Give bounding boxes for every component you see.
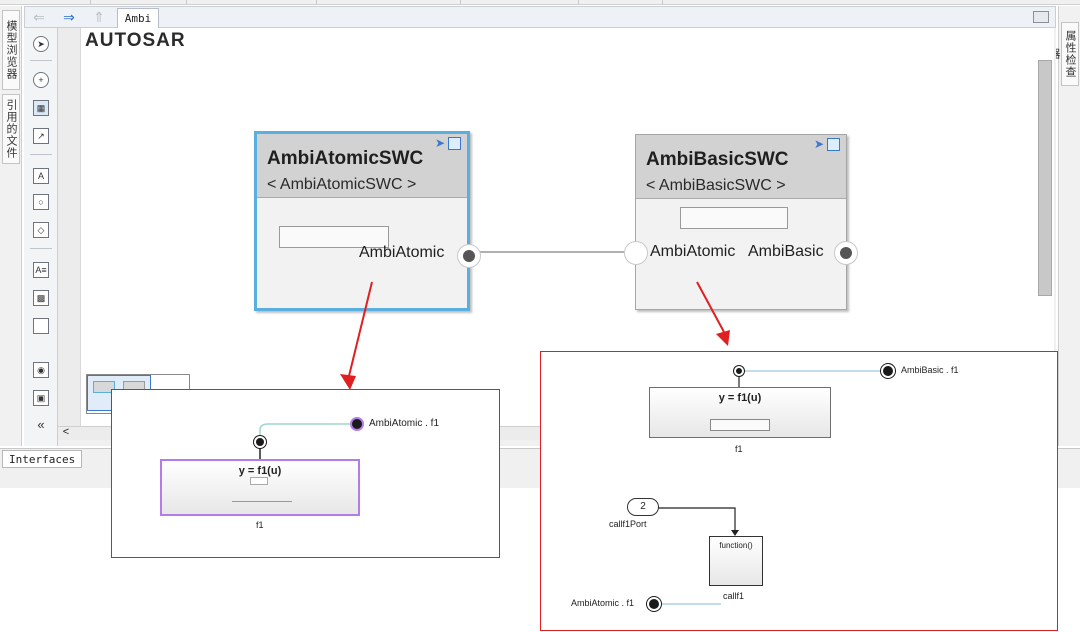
vertical-scrollbar[interactable] [1038,60,1052,296]
inport-block[interactable]: 2 [627,498,659,516]
arrow-right-icon[interactable]: ⇒ [63,9,75,25]
internal-block [279,226,389,248]
callout-wires [651,370,883,605]
collapse-palette-icon[interactable]: « [37,417,45,432]
sender-port-icon[interactable] [840,247,852,259]
swc-header: AmbiBasicSWC < AmbiBasicSWC > [636,135,846,199]
scroll-left-icon[interactable]: < [62,426,70,438]
subsystem-f1[interactable]: y = f1(u) [649,387,831,438]
swc-subtitle: < AmbiBasicSWC > [646,177,786,194]
port-out-label: AmbiBasic [748,243,824,260]
swc-header: AmbiAtomicSWC < AmbiAtomicSWC > [257,134,467,198]
block-glyph [710,419,770,431]
arrow-up-icon[interactable]: ⇑ [93,9,105,25]
block-name: f1 [256,520,264,530]
outport-label: AmbiAtomic . f1 [369,418,440,429]
hide-show-icon[interactable]: ➤ [33,36,49,52]
area-icon[interactable] [33,318,49,334]
block-palette: ➤ + ▦ ↗ A ○ ◇ A≡ ▩ ◉ ▣ « [24,28,58,446]
function-name: callf1 [723,591,745,601]
function-label: function() [719,541,753,550]
subsystem-f1[interactable]: y = f1(u) [160,459,360,516]
port-in-label: AmbiAtomic [650,243,736,260]
caller-port-icon[interactable] [647,597,661,611]
zoom-icon[interactable]: + [33,72,49,88]
swc-title: AmbiAtomicSWC [267,148,424,169]
block-glyph [232,501,292,509]
canvas-gutter [58,28,80,426]
tab-referenced-files[interactable]: 引用的文件 [2,94,20,164]
sender-port-icon[interactable] [463,250,475,262]
port-label: AmbiAtomic [359,244,445,261]
inport-label: callf1Port [609,519,647,529]
outport-label: AmbiBasic . f1 [901,365,959,375]
caller-label: AmbiAtomic . f1 [571,598,635,608]
palette-divider [30,154,52,155]
arrow-left-icon[interactable]: ⇐ [33,9,45,25]
left-side-panel: 模型浏览器 引用的文件 [0,6,22,446]
minimap-block [93,381,115,393]
menu-strip [0,0,1080,5]
menu-divider [316,0,317,5]
block-name: f1 [735,444,743,454]
save-view-icon[interactable]: ▣ [33,390,49,406]
menu-divider [662,0,663,5]
menu-divider [578,0,579,5]
swc-ambiatomic[interactable]: AmbiAtomicSWC < AmbiAtomicSWC > ➤ AmbiAt… [254,131,481,311]
palette-divider [30,60,52,61]
image-icon[interactable]: ▩ [33,290,49,306]
menu-divider [460,0,461,5]
text-icon[interactable]: A [33,168,49,184]
autosar-icon [448,137,461,150]
block-expression: y = f1(u) [718,392,762,404]
detail-callout-atomic: AmbiAtomic . f1 y = f1(u) f1 [111,389,500,558]
arrow-icon[interactable]: ↗ [33,128,49,144]
outport-icon[interactable] [350,417,364,431]
runnable-icon: ➤ [435,136,446,150]
camera-icon[interactable]: ◉ [33,362,49,378]
tab-ambi[interactable]: Ambi [117,8,159,28]
port-icon[interactable]: ○ [33,194,49,210]
block-expression: y = f1(u) [238,465,282,477]
callout-arrow [347,281,373,381]
swc-ambibasic[interactable]: AmbiBasicSWC < AmbiBasicSWC > ➤ AmbiAtom… [624,134,858,310]
runnable-icon: ➤ [814,137,825,151]
autosar-icon [827,138,840,151]
menu-divider [90,0,91,5]
menu-icon[interactable] [1033,11,1049,23]
palette-divider [30,248,52,249]
swc-title: AmbiBasicSWC [646,149,789,170]
trigger-port-icon[interactable] [734,366,744,376]
outport-icon[interactable] [881,364,895,378]
trigger-port-icon[interactable] [254,436,266,448]
tab-interfaces[interactable]: Interfaces [2,450,82,468]
annotation-icon[interactable]: A≡ [33,262,49,278]
swc-badge: ➤ [435,136,463,152]
composition-icon[interactable]: ◇ [33,222,49,238]
editor-nav-bar: ⇐ ⇒ ⇑ Ambi [24,6,1056,28]
swc-badge: ➤ [814,137,842,153]
block-glyph [250,477,268,485]
swc-subtitle: < AmbiAtomicSWC > [267,176,417,193]
autosar-logo: AUTOSAR [85,30,186,51]
function-caller-block[interactable]: function() [709,536,763,586]
internal-block [680,207,788,229]
callout-arrow [696,281,725,333]
detail-callout-basic: AmbiBasic . f1 y = f1(u) f1 2 callf1Port… [540,351,1058,631]
fit-view-icon[interactable]: ▦ [33,100,49,116]
receiver-port-icon[interactable] [624,241,648,265]
tab-model-browser[interactable]: 模型浏览器 [2,10,20,90]
menu-divider [186,0,187,5]
